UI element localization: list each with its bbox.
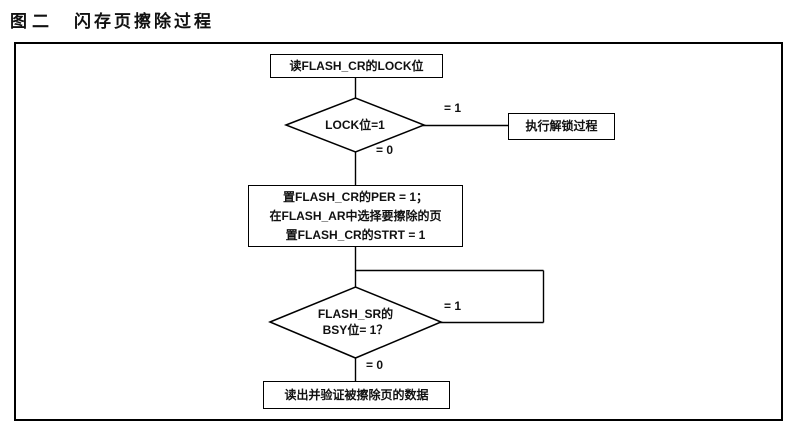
process-erase-setup: 置FLASH_CR的PER = 1； 在FLASH_AR中选择要擦除的页 置FL… [248,185,463,247]
busy-branch-equals-0: = 0 [366,358,384,372]
erase-setup-line-1: 置FLASH_CR的PER = 1； [282,189,429,204]
lock-branch-equals-0: = 0 [376,143,394,157]
busy-branch-equals-1: = 1 [444,299,462,313]
process-execute-unlock: 执行解锁过程 [508,113,615,140]
erase-setup-line-2: 在FLASH_AR中选择要擦除的页 [269,208,442,223]
figure-title-text: 闪存页擦除过程 [74,12,214,31]
process-verify-erased-data: 读出并验证被擦除页的数据 [263,381,450,409]
lock-branch-equals-1: = 1 [444,101,462,115]
erase-setup-line-3: 置FLASH_CR的STRT = 1 [285,227,426,242]
figure-title: 图二 闪存页擦除过程 [10,7,214,32]
process-read-lock-bit: 读FLASH_CR的LOCK位 [270,54,443,78]
figure-number-label: 图二 [10,12,54,31]
